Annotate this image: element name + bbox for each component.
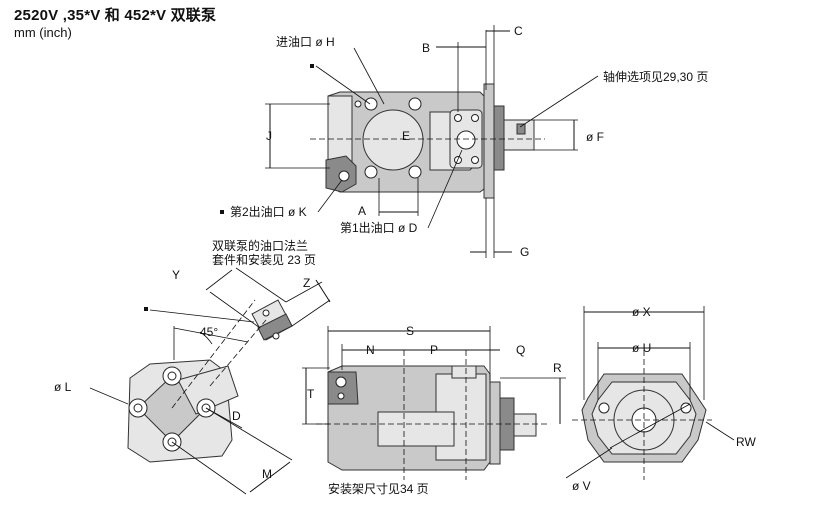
end-view-dimensions: 45° Y Z ø L D M bbox=[54, 267, 331, 495]
outlet1-callout: 第1出油口 ø D bbox=[340, 221, 418, 235]
units-note: mm (inch) bbox=[14, 25, 72, 40]
dim-label-m: M bbox=[262, 467, 272, 481]
side-view-dimensions: S N P Q T R bbox=[302, 324, 566, 425]
dim-label-x: ø X bbox=[632, 305, 651, 319]
dim-label-j: J bbox=[266, 129, 272, 143]
dim-label-v: ø V bbox=[572, 479, 591, 493]
dim-label-a: A bbox=[358, 204, 366, 218]
dim-label-z: Z bbox=[303, 276, 310, 290]
dim-label-rw: RW bbox=[736, 435, 756, 449]
mount-callout: 安装架尺寸见34 页 bbox=[328, 481, 429, 496]
front-view-dimensions: ø X ø U RW ø V bbox=[565, 305, 756, 493]
outlet2-callout: 第2出油口 ø K bbox=[230, 205, 307, 219]
page-title: 2520V ,35*V 和 452*V 双联泵 bbox=[14, 7, 217, 24]
pump-front-view bbox=[572, 350, 712, 480]
dim-label-g: G bbox=[520, 245, 529, 259]
flange-kit-callout-line2: 套件和安装见 23 页 bbox=[212, 252, 316, 267]
dim-label-q: Q bbox=[516, 343, 525, 357]
dim-label-d: D bbox=[232, 409, 241, 423]
dim-label-t: T bbox=[307, 387, 315, 401]
dim-label-f: ø F bbox=[586, 130, 604, 144]
dim-label-p: P bbox=[430, 343, 438, 357]
dim-label-s: S bbox=[406, 324, 414, 338]
dim-label-b: B bbox=[422, 41, 430, 55]
pump-side-view bbox=[316, 350, 548, 480]
dim-label-n: N bbox=[366, 343, 375, 357]
shaft-option-callout: 轴伸选项见29,30 页 bbox=[603, 69, 708, 84]
flange-kit-callout-line1: 双联泵的油口法兰 bbox=[212, 238, 308, 253]
inlet-port-callout: 进油口 ø H bbox=[276, 35, 335, 49]
dim-label-c: C bbox=[514, 24, 523, 38]
dim-label-r: R bbox=[553, 361, 562, 375]
angle-label: 45° bbox=[200, 325, 218, 339]
dim-label-u: ø U bbox=[632, 341, 651, 355]
dim-label-l: ø L bbox=[54, 380, 72, 394]
dim-label-e: E bbox=[402, 129, 410, 143]
top-view-dimensions: J A B C ø F G bbox=[220, 24, 604, 259]
dim-label-y: Y bbox=[172, 268, 180, 282]
pump-top-view bbox=[310, 83, 545, 199]
